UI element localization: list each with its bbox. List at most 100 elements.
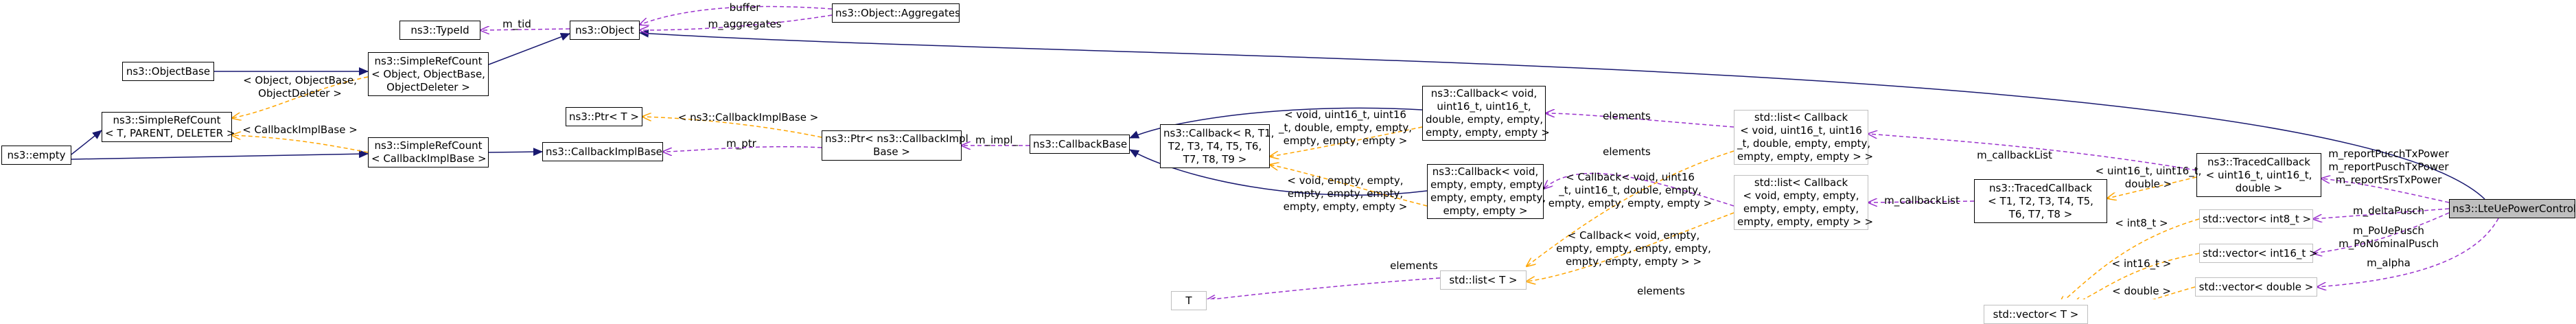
node-vector-int16[interactable]: std::vector< int16_t >	[2199, 244, 2318, 263]
node-text-line: T7, T8, T9 >	[1183, 152, 1247, 165]
edge-label-line: < Object, ObjectBase,	[243, 74, 357, 86]
node-text-line: ns3::TracedCallback	[2207, 155, 2310, 168]
node-text-line: Base >	[873, 146, 910, 158]
label-m-tid: m_tid	[502, 18, 531, 31]
edge-label-line: < Callback< void, empty,	[1567, 229, 1700, 242]
node-text-line: ns3::TypeId	[410, 23, 469, 36]
node-text-line: empty, empty, empty,	[1430, 192, 1546, 204]
node-empty[interactable]: ns3::empty	[1, 146, 71, 165]
label-m-deltapusch: m_deltaPusch	[2353, 205, 2424, 218]
node-object-aggregates[interactable]: ns3::Object::Aggregates	[832, 3, 960, 23]
node-callback-void-uint16-double[interactable]: ns3::Callback< void,uint16_t, uint16_t,d…	[1422, 86, 1550, 141]
edge-label-line: elements	[1637, 285, 1685, 297]
node-tracedcallback-template[interactable]: ns3::TracedCallback< T1, T2, T3, T4, T5,…	[1974, 179, 2107, 223]
edge-tmpl-object	[232, 76, 369, 118]
edge-label-line: empty, empty, empty >	[1283, 200, 1408, 213]
edge-empty-to-src-t	[71, 130, 102, 155]
edge-m-deltapusch	[2313, 208, 2450, 219]
edge-label-line: < void, uint16_t, uint16	[1284, 108, 1406, 121]
node-lteuepowercontrol[interactable]: ns3::LteUePowerControl	[2449, 199, 2576, 218]
node-objectbase[interactable]: ns3::ObjectBase	[122, 62, 214, 81]
node-list-callback-void[interactable]: std::list< Callback< void, empty, empty,…	[1734, 175, 1874, 230]
edge-cbdouble-to-callbackbase	[1129, 107, 1423, 139]
edge-m-ptr	[663, 146, 822, 152]
node-text-line: ns3::empty	[7, 148, 66, 161]
node-text-line: < Object, ObjectBase,	[371, 67, 485, 80]
node-std-vector-template[interactable]: std::vector< T >	[1984, 305, 2088, 324]
edge-label-line: m_reportPucchTxPower	[2328, 148, 2449, 160]
label-elements-top: elements	[1603, 110, 1651, 123]
edge-label-line: m_callbackList	[1884, 194, 1960, 207]
node-list-callback-double[interactable]: std::list< Callback< void, uint16_t, uin…	[1734, 110, 1873, 165]
node-text-line: < void, uint16_t, uint16	[1740, 124, 1862, 137]
edge-label-line: elements	[1603, 146, 1651, 158]
label-tmpl-object: < Object, ObjectBase,ObjectDeleter >	[243, 74, 357, 100]
edge-m-alpha	[2317, 218, 2499, 287]
label-m-callbacklist-1: m_callbackList	[1977, 149, 2052, 162]
node-simplerefcount-callbackimplbase[interactable]: ns3::SimpleRefCount< CallbackImplBase >	[368, 137, 489, 167]
edge-label-line: m_PoNominalPusch	[2339, 238, 2439, 250]
label-tmpl-ptr: < ns3::CallbackImplBase >	[678, 111, 819, 124]
node-text-line: empty, empty >	[1443, 205, 1528, 217]
node-typeid[interactable]: ns3::TypeId	[399, 21, 480, 40]
node-text-line: uint16_t, uint16_t,	[1437, 100, 1531, 113]
node-text-line: < void, empty, empty,	[1743, 189, 1859, 202]
node-t[interactable]: T	[1171, 291, 1207, 310]
node-object[interactable]: ns3::Object	[570, 21, 640, 40]
edge-label-line: m_callbackList	[1977, 149, 2052, 161]
edge-label-line: empty, empty, empty, empty,	[1556, 242, 1711, 255]
label-m-aggregates: m_aggregates	[708, 18, 781, 31]
edge-label-line: empty, empty, empty,	[1287, 187, 1404, 200]
node-text-line: ns3::LteUePowerControl	[2452, 202, 2576, 215]
edge-label-line: m_reportSrsTxPower	[2335, 174, 2442, 186]
node-text-line: T	[1185, 294, 1192, 307]
node-text-line: _t, double, empty, empty,	[1737, 137, 1871, 150]
node-simplerefcount-object[interactable]: ns3::SimpleRefCount< Object, ObjectBase,…	[368, 52, 489, 96]
label-elements-t-vec: elements	[1637, 285, 1685, 298]
edge-label-line: empty, empty, empty > >	[1565, 255, 1702, 268]
node-callbackbase[interactable]: ns3::CallbackBase	[1030, 135, 1130, 154]
node-text-line: std::list< Callback	[1754, 111, 1848, 124]
edge-label-line: < int8_t >	[2115, 217, 2168, 229]
node-text-line: empty, empty, empty > >	[1737, 216, 1874, 228]
edge-tmpl-cb-double	[1270, 126, 1423, 157]
node-text-line: ns3::Ptr< ns3::CallbackImpl	[825, 132, 968, 145]
label-tmpl-double: < double >	[2112, 285, 2171, 298]
node-vector-double[interactable]: std::vector< double >	[2195, 277, 2317, 297]
node-ptr-template[interactable]: ns3::Ptr< T >	[566, 107, 642, 126]
label-elements-mid: elements	[1603, 146, 1651, 159]
edge-tmpl-list-void	[1527, 212, 1734, 281]
node-simplerefcount-template[interactable]: ns3::SimpleRefCount< T, PARENT, DELETER …	[102, 112, 235, 142]
node-text-line: T2, T3, T4, T5, T6,	[1168, 139, 1262, 152]
node-vector-int8[interactable]: std::vector< int8_t >	[2199, 209, 2313, 229]
label-m-impl: m_impl_	[975, 134, 1018, 147]
node-callbackimplbase[interactable]: ns3::CallbackImplBase	[542, 142, 663, 161]
edge-label-line: elements	[1390, 259, 1438, 272]
edge-tmpl-int8	[2059, 218, 2200, 299]
edge-label-line: m_aggregates	[708, 18, 782, 30]
label-buffer: buffer	[730, 1, 761, 14]
node-callback-template[interactable]: ns3::Callback< R, T1,T2, T3, T4, T5, T6,…	[1160, 124, 1274, 168]
node-tracedcallback-uint16-double[interactable]: ns3::TracedCallback< uint16_t, uint16_t,…	[2196, 153, 2321, 197]
node-text-line: std::list< T >	[1449, 273, 1518, 286]
node-std-list-template[interactable]: std::list< T >	[1440, 270, 1527, 290]
node-text-line: ns3::Callback< void,	[1432, 165, 1539, 178]
label-elements-t-list: elements	[1390, 259, 1438, 273]
node-callback-void-empty[interactable]: ns3::Callback< void,empty, empty, empty,…	[1427, 164, 1546, 219]
label-m-alpha: m_alpha	[2367, 257, 2411, 270]
node-text-line: ns3::Object	[575, 23, 634, 36]
node-text-line: ns3::ObjectBase	[126, 65, 211, 78]
edge-label-line: elements	[1603, 110, 1651, 122]
label-tmpl-list-void: < Callback< void, empty,empty, empty, em…	[1556, 229, 1711, 268]
edge-m-tid	[480, 29, 570, 30]
node-text-line: < CallbackImplBase >	[371, 152, 487, 165]
node-text-line: empty, empty, empty,	[1430, 178, 1546, 191]
edge-label-line: m_PoUePusch	[2353, 224, 2424, 237]
node-text-line: double, empty, empty,	[1426, 113, 1544, 126]
edge-label-line: m_tid	[502, 18, 531, 30]
edge-m-po	[2313, 212, 2450, 253]
node-text-line: empty, empty, empty >	[1426, 126, 1550, 139]
